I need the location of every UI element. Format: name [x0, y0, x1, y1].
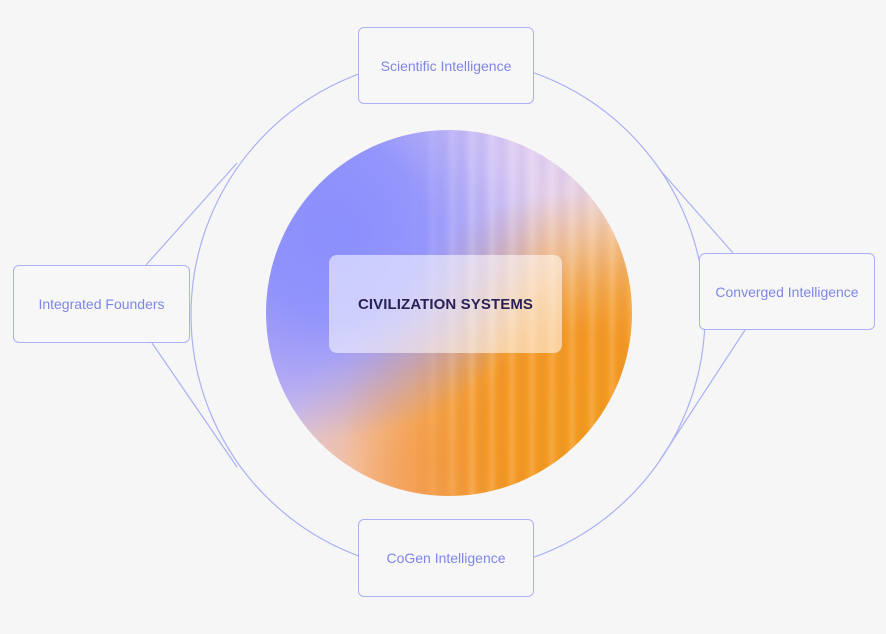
node-scientific-intelligence: Scientific Intelligence: [358, 27, 534, 104]
connector-right-upper: [659, 169, 734, 254]
node-label-top: Scientific Intelligence: [380, 57, 512, 74]
center-label-box: CIVILIZATION SYSTEMS: [329, 255, 562, 353]
center-label: CIVILIZATION SYSTEMS: [357, 295, 534, 313]
node-converged-intelligence: Converged Intelligence: [699, 253, 875, 330]
connector-right-lower: [659, 329, 746, 461]
connector-left-upper: [145, 162, 238, 266]
node-cogen-intelligence: CoGen Intelligence: [358, 519, 534, 597]
connector-left-lower: [151, 342, 238, 468]
node-label-right: Converged Intelligence: [715, 283, 859, 300]
node-integrated-founders: Integrated Founders: [13, 265, 190, 343]
node-label-bottom: CoGen Intelligence: [386, 550, 506, 566]
node-label-left: Integrated Founders: [38, 296, 165, 312]
